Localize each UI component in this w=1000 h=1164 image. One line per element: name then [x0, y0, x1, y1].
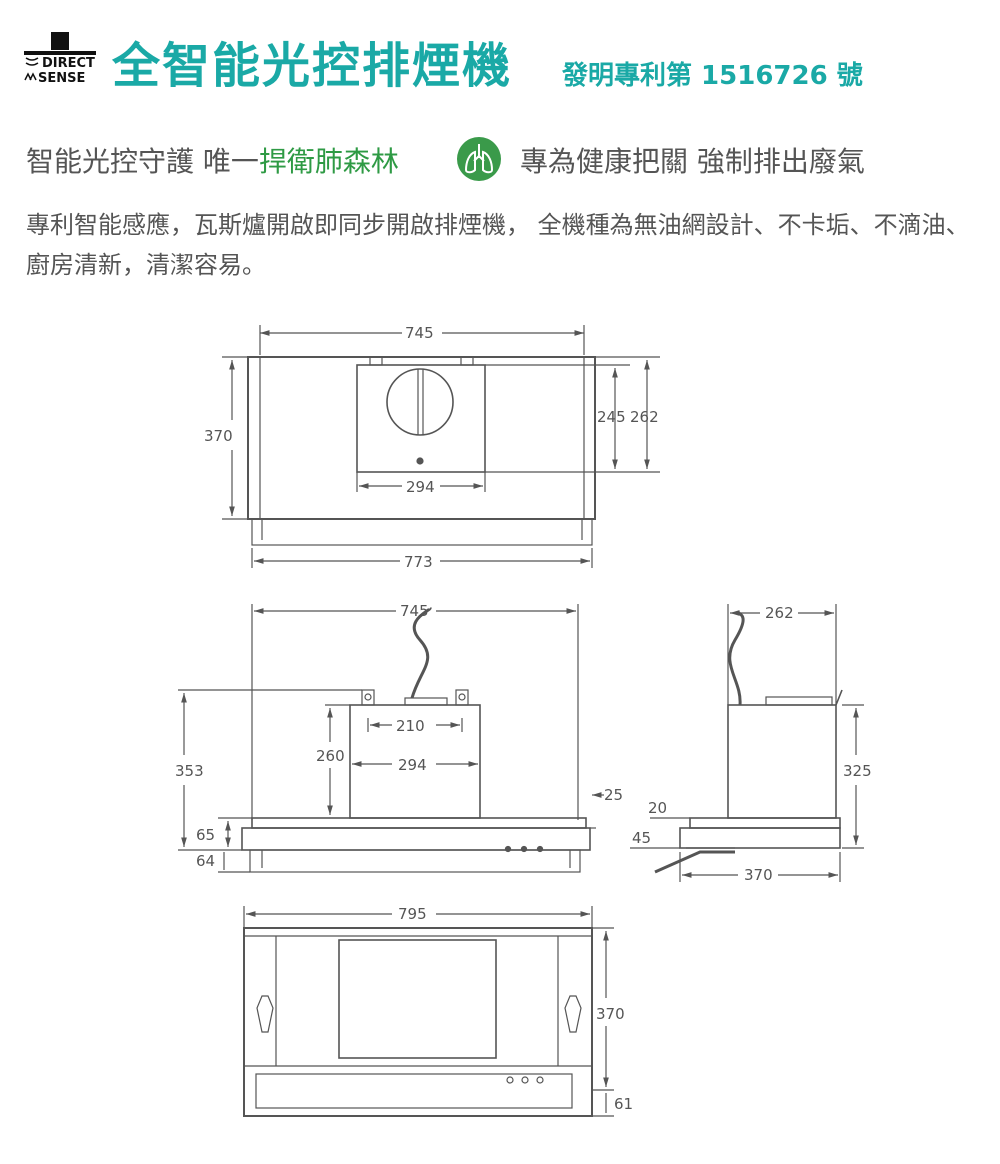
- tagline-part1: 智能光控守護 唯一: [26, 145, 259, 178]
- tagline-right: 專為健康把關 強制排出廢氣: [520, 145, 865, 178]
- patent-number: 發明專利第 1516726 號: [562, 61, 863, 91]
- front-dim-offset: 25: [604, 786, 623, 804]
- bottom-dim-height: 370: [596, 1005, 625, 1023]
- bottom-dim-width: 795: [398, 905, 427, 923]
- front-dim-body-width: 294: [398, 756, 427, 774]
- front-dim-top-width: 210: [396, 717, 425, 735]
- bottom-dim-lip: 61: [614, 1095, 633, 1113]
- side-dim-lower-b: 45: [632, 829, 651, 847]
- side-dim-lower-a: 20: [648, 799, 667, 817]
- front-view-drawing: [178, 604, 604, 873]
- front-dim-lower-a: 65: [196, 826, 215, 844]
- bottom-view-drawing: [243, 906, 614, 1117]
- front-dim-height: 353: [175, 762, 204, 780]
- top-dim-depth-a: 245: [597, 408, 626, 426]
- top-dim-width-outer: 773: [404, 553, 433, 571]
- top-dim-duct-width: 294: [406, 478, 435, 496]
- side-dim-width: 262: [765, 604, 794, 622]
- tagline-left: 智能光控守護 唯一捍衛肺森林: [26, 140, 399, 180]
- tagline-highlight: 捍衛肺森林: [258, 145, 399, 178]
- top-dim-width-inner: 745: [405, 324, 434, 342]
- top-dim-depth-b: 262: [630, 408, 659, 426]
- lungs-icon: [457, 137, 501, 181]
- logo-text-direct: DIRECT: [42, 56, 95, 71]
- product-description: 專利智能感應，瓦斯爐開啟即同步開啟排煙機， 全機種為無油網設計、不卡垢、不滴油、…: [26, 211, 970, 279]
- top-dim-height: 370: [204, 427, 233, 445]
- top-view-drawing: [222, 325, 660, 568]
- front-dim-lower-b: 64: [196, 852, 215, 870]
- side-view-drawing: [630, 604, 864, 882]
- side-dim-depth: 370: [744, 866, 773, 884]
- side-dim-height: 325: [843, 762, 872, 780]
- logo-text-sense: SENSE: [38, 71, 85, 84]
- page-title: 全智能光控排煙機: [112, 38, 513, 94]
- front-dim-width: 745: [400, 602, 429, 620]
- front-dim-body-height: 260: [316, 747, 345, 765]
- direct-sense-logo: DIRECT SENSE: [24, 32, 96, 84]
